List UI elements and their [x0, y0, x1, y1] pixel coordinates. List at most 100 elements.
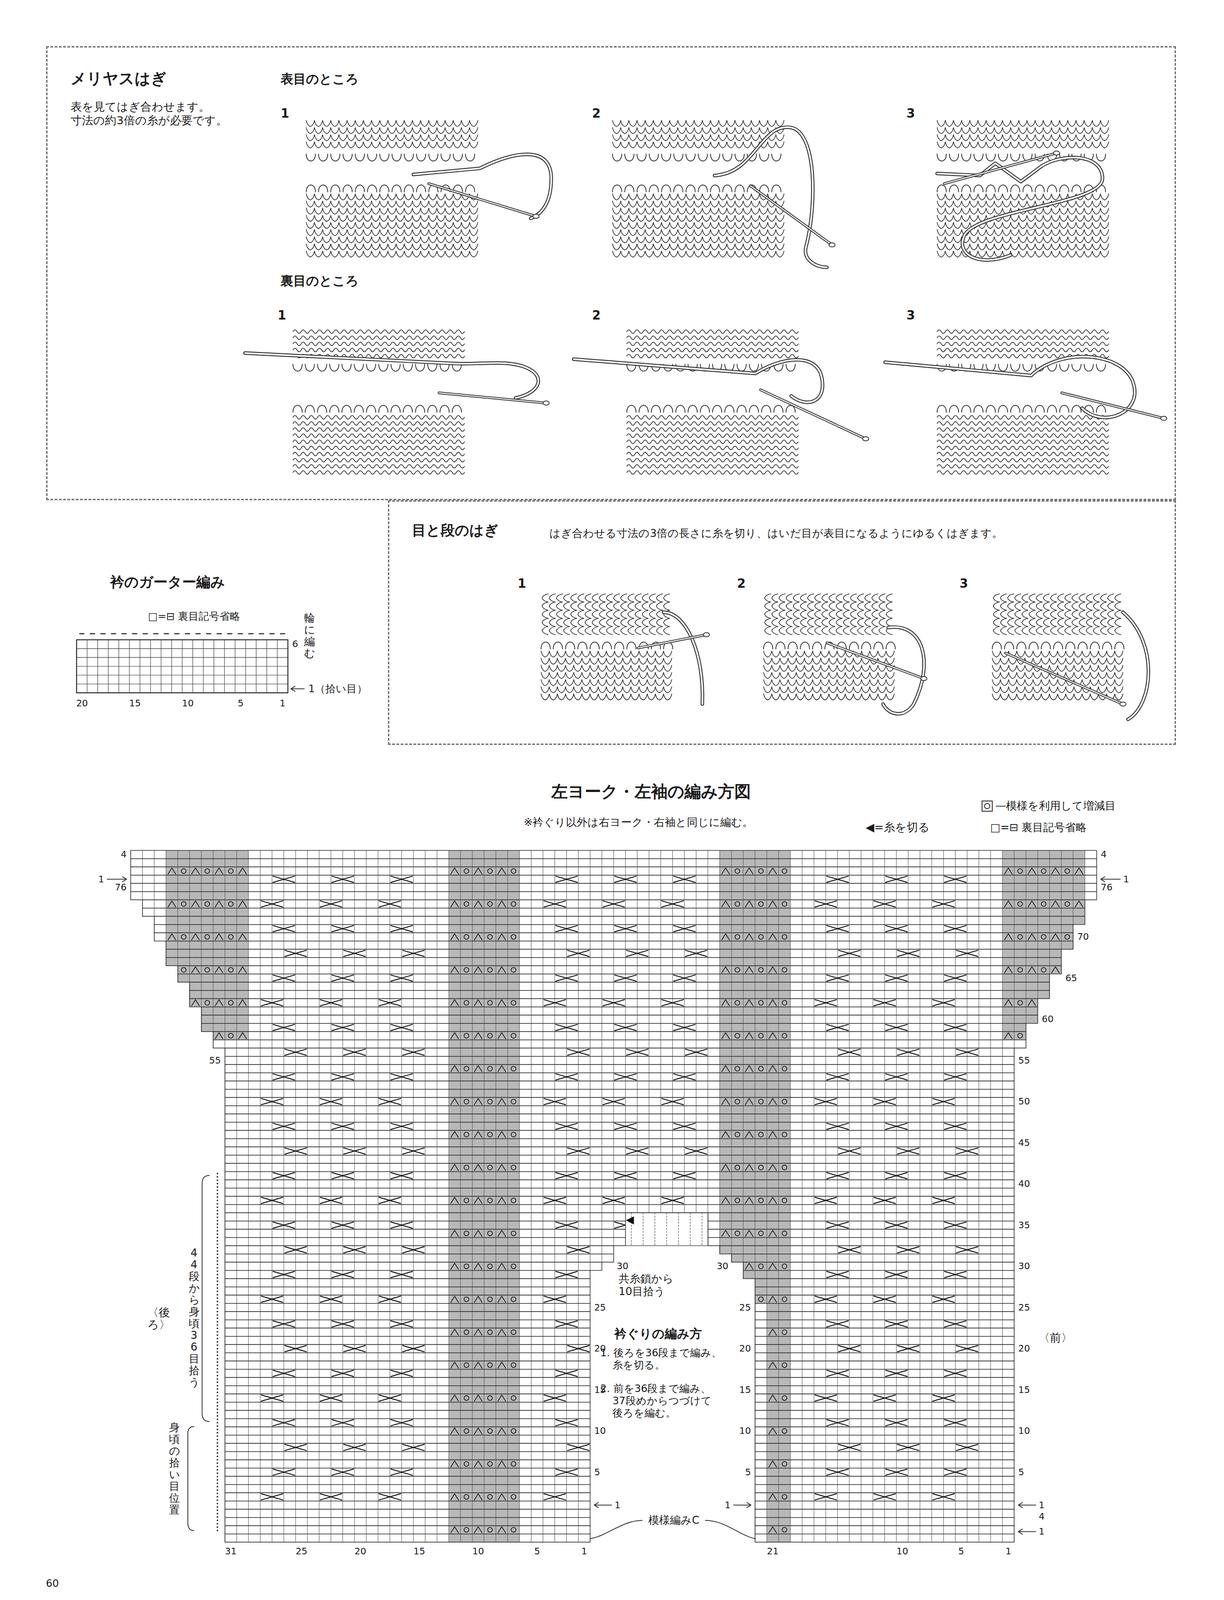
yarn — [244, 353, 539, 398]
side-label: 〈後ろ〉 — [147, 1306, 159, 1332]
needle-eye — [532, 214, 540, 219]
yarn — [714, 127, 828, 268]
knit-fabric — [993, 594, 1121, 636]
box-note: はぎ合わせる寸法の3倍の長さに糸を切り、はいだ目が表目になるようにゆるくはぎます… — [549, 527, 1003, 540]
note: 1. 後ろを36段まで編み、糸を切る。 — [600, 1347, 728, 1372]
row-number: 35 — [1018, 1220, 1031, 1232]
purl-fabric — [937, 330, 1109, 359]
legend-text: —模様を利用して増減目 — [995, 799, 1116, 813]
open-stitches — [937, 405, 1106, 413]
collar-outline — [76, 640, 289, 694]
needle — [428, 183, 537, 217]
chart-body — [130, 850, 1097, 1551]
row-number: 10 — [594, 1425, 606, 1437]
box-note: 表を見てはぎ合わせます。 寸法の約3倍の糸が必要です。 — [70, 100, 275, 128]
step-number: 2 — [592, 106, 601, 121]
note: 2. 前を36段まで編み、37段めからつづけて後ろを編む。 — [600, 1383, 715, 1420]
knit-fabric — [540, 651, 672, 701]
box-heading: メリヤスはぎ — [70, 69, 167, 89]
step-number: 3 — [906, 308, 916, 323]
row-number: 40 — [1018, 1178, 1031, 1190]
pickup-dotted-line — [216, 1174, 218, 1532]
row-number: 6 — [292, 638, 298, 650]
row-number: 55 — [1018, 1055, 1031, 1067]
yarn — [714, 127, 828, 268]
step-number: 1 — [277, 308, 287, 323]
column-number: 1 — [581, 1546, 588, 1558]
side-label: 〈前〉 — [1038, 1332, 1050, 1345]
step-number: 1 — [280, 106, 290, 121]
needle — [428, 183, 537, 217]
yarn — [413, 154, 552, 219]
needle-eye — [920, 676, 927, 682]
bracket — [187, 1426, 194, 1531]
step-number: 3 — [906, 106, 916, 121]
row-number: 1（拾い目） — [308, 683, 368, 696]
open-stitches — [292, 405, 462, 413]
row-number: 5 — [594, 1467, 600, 1479]
increase-decrease-symbols — [168, 868, 1083, 1534]
needle — [438, 393, 547, 404]
needle-eye — [1053, 151, 1060, 156]
needle-eye — [1160, 416, 1168, 421]
yarn — [244, 353, 539, 398]
yarn — [663, 612, 703, 705]
yarn — [413, 154, 552, 219]
needle — [760, 389, 866, 439]
row-number: 1 — [98, 874, 105, 886]
open-stitches — [992, 642, 1125, 650]
yarn — [937, 157, 1103, 261]
yarn — [885, 356, 1135, 418]
row-number: 65 — [1065, 973, 1078, 984]
row-number: 45 — [1018, 1137, 1031, 1149]
column-number: 25 — [295, 1546, 308, 1558]
column-number: 10 — [896, 1546, 909, 1558]
box-heading: 目と段のはぎ — [411, 522, 499, 540]
step-number: 1 — [517, 576, 526, 592]
knit-fabric — [612, 120, 784, 149]
needle — [826, 643, 924, 679]
knit-fabric — [764, 594, 893, 636]
row-number: 55 — [209, 1055, 221, 1067]
row-number: 20 — [1018, 1343, 1031, 1355]
row-number: 10 — [1018, 1425, 1031, 1437]
page-number: 60 — [46, 1578, 60, 1591]
symbol-note: □=⊟ 裏目記号省略 — [147, 610, 241, 623]
purl-fabric — [292, 330, 465, 359]
column-number: 5 — [534, 1546, 540, 1558]
note-heading: 衿ぐりの編み方 — [614, 1327, 702, 1342]
knit-fabric — [306, 120, 478, 149]
needle — [1005, 653, 1123, 705]
row-number: 25 — [1018, 1302, 1031, 1314]
chart-grid — [130, 850, 1097, 1551]
knit-fabric — [937, 120, 1109, 149]
chart-outline — [130, 850, 1097, 1543]
column-number: 20 — [354, 1546, 367, 1558]
needle — [1061, 393, 1164, 419]
open-stitches — [306, 153, 476, 162]
yarn — [573, 359, 823, 403]
knit-fabric — [763, 651, 895, 701]
dashed-panel: メリヤスはぎ表を見てはぎ合わせます。 寸法の約3倍の糸が必要です。 — [46, 46, 1177, 501]
legend-swatch — [982, 801, 993, 812]
row-number: 25 — [739, 1302, 751, 1314]
needle-eye — [862, 436, 869, 442]
needle — [637, 635, 707, 649]
symbol-note: ◀=糸を切る — [865, 821, 930, 835]
column-number: 5 — [958, 1546, 965, 1558]
row-number: 4 — [1100, 849, 1107, 861]
panel-heading: 表目のところ — [280, 71, 359, 88]
yarn — [663, 612, 703, 705]
row-number: 60 — [1041, 1014, 1054, 1025]
yarn — [937, 157, 1103, 261]
column-number: 20 — [76, 698, 89, 709]
yarn — [1122, 612, 1149, 720]
column-number: 21 — [766, 1546, 779, 1558]
row-number: 5 — [1018, 1467, 1024, 1479]
needle — [1005, 653, 1123, 705]
row-arrow — [1018, 1529, 1036, 1535]
step-number: 3 — [959, 576, 968, 592]
row-number: 1 — [1038, 1500, 1045, 1512]
yarn — [885, 356, 1135, 418]
bracket — [201, 1175, 210, 1423]
